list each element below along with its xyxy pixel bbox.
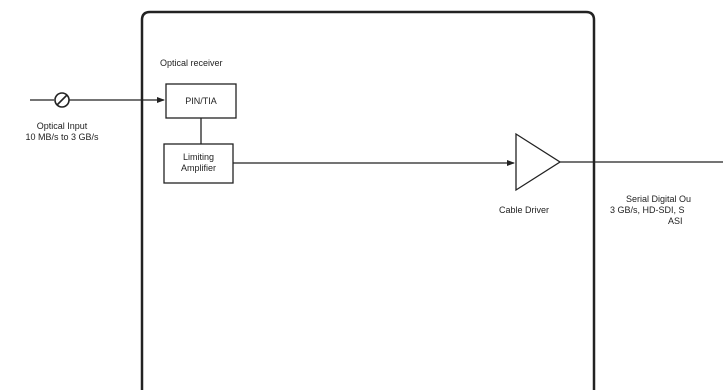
optical-connector-icon (54, 92, 70, 108)
limiting-amplifier-block (163, 143, 234, 184)
receiver-enclosure (140, 10, 596, 390)
container-label: Optical receiver (160, 58, 223, 68)
cable-driver-label: Cable Driver (499, 205, 550, 215)
input-label-line1: Optical Input (36, 121, 88, 131)
limiting-amplifier-label-line2: Amplifier (180, 163, 216, 173)
cable-driver-triangle (515, 132, 562, 192)
input-label-line2: 10 MB/s to 3 GB/s (25, 132, 99, 142)
limiting-amplifier-label-line1: Limiting (182, 152, 214, 162)
pin-tia-label: PIN/TIA (185, 96, 217, 106)
output-label-line1: Serial Digital Ou (626, 194, 692, 204)
output-label-line3: ASI (668, 216, 683, 226)
output-label-line2: 3 GB/s, HD-SDI, S (610, 205, 685, 215)
